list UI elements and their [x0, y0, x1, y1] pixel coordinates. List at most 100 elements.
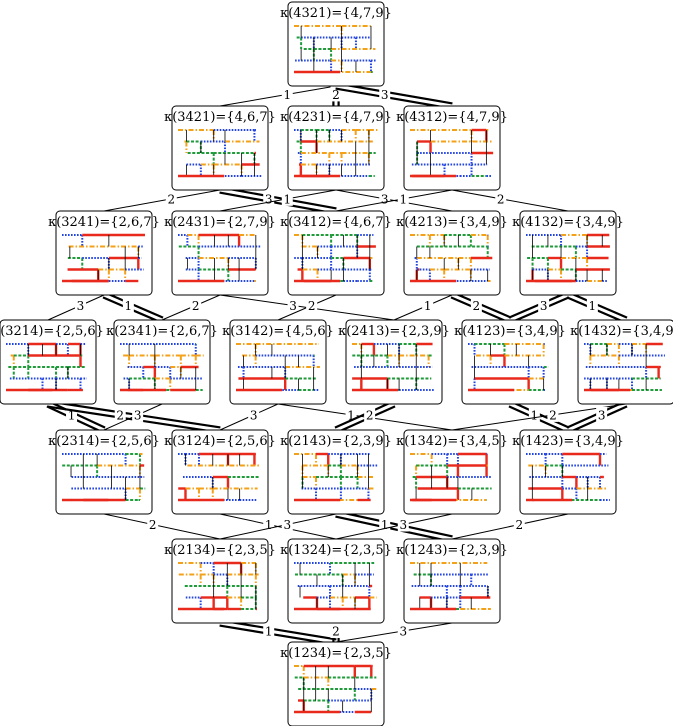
- edge-label: 3: [399, 624, 407, 638]
- edge-strand: [219, 624, 336, 646]
- edge-label-bg: [397, 622, 409, 638]
- edge-label: 3: [77, 299, 85, 313]
- edge-4132-4123: 3: [508, 291, 570, 324]
- node-box: [403, 538, 501, 624]
- node-box: [287, 429, 385, 515]
- node-3214: κ(3214)={2,5,6}: [0, 319, 104, 405]
- edge-4321-4312: 3: [335, 82, 453, 110]
- node-4132: κ(4132)={3,4,9}: [512, 210, 624, 296]
- edge-label-bg: [263, 190, 275, 206]
- edge-2314-2134: 2: [103, 513, 221, 540]
- edge-strand: [335, 515, 452, 543]
- edge-label: 2: [116, 408, 124, 422]
- edge-label-bg: [364, 406, 376, 422]
- edge-3214-2314: 1: [46, 400, 106, 434]
- edge-strand: [510, 400, 570, 429]
- node-label: κ(2314)={2,5,6}: [48, 434, 160, 449]
- node-box: [403, 429, 501, 515]
- edge-label-bg: [122, 297, 134, 313]
- edge-strand: [335, 87, 452, 110]
- edge-label-bg: [330, 622, 342, 638]
- edge-label-bg: [397, 516, 409, 532]
- edge-label-bg: [287, 297, 299, 313]
- edge-label: 1: [125, 299, 133, 313]
- edge-line: [335, 189, 453, 212]
- edge-label: 3: [283, 518, 291, 532]
- edge-line: [103, 189, 221, 212]
- edge-label: 2: [332, 624, 340, 638]
- edge-label: 3: [134, 408, 142, 422]
- edge-4213-4123: 2: [450, 291, 512, 324]
- edge-label: 1: [399, 192, 407, 206]
- edge-label-bg: [306, 297, 318, 313]
- edge-label: 2: [549, 408, 557, 422]
- node-box: [287, 105, 385, 191]
- edge-label: 2: [149, 518, 157, 532]
- edge-3421-3412: 3: [219, 186, 337, 215]
- edge-strand: [452, 291, 512, 319]
- edge-label-bg: [263, 622, 275, 638]
- edge-label: 2: [308, 299, 316, 313]
- node-label: κ(3421)={4,6,7}: [164, 110, 276, 125]
- edge-label-bg: [281, 190, 293, 206]
- edge-label-bg: [538, 297, 550, 313]
- node-box: [0, 319, 97, 405]
- node-box: [55, 210, 153, 296]
- node-box: [403, 105, 501, 191]
- edge-label: 3: [265, 192, 273, 206]
- edge-2143-1243: 1: [335, 510, 453, 543]
- edge-label-bg: [330, 86, 342, 102]
- node-2341: κ(2341)={2,6,7}: [106, 319, 218, 405]
- edge-label: 1: [283, 192, 291, 206]
- edge-label-bg: [74, 297, 86, 313]
- edge-label-bg: [379, 190, 391, 206]
- node-label: κ(2143)={2,3,9}: [280, 434, 392, 449]
- node-2431: κ(2431)={2,7,9}: [164, 210, 276, 296]
- node-box: [171, 538, 269, 624]
- node-label: κ(1342)={3,4,5}: [396, 434, 508, 449]
- edge-strand: [219, 191, 336, 215]
- edge-label: 2: [332, 88, 340, 102]
- edge-strand: [104, 291, 164, 319]
- node-3142: κ(3142)={4,5,6}: [222, 319, 334, 405]
- node-label: κ(1234)={2,3,5}: [280, 646, 392, 661]
- edge-3241-3214: 3: [47, 294, 105, 321]
- edge-strand: [508, 291, 568, 319]
- node-box: [113, 319, 211, 405]
- edge-line: [219, 513, 337, 540]
- edge-2134-1234: 1: [219, 619, 337, 646]
- edge-label-bg: [147, 516, 159, 532]
- edge-2413-2143: 2: [334, 400, 396, 434]
- node-label: κ(4312)={4,7,9}: [396, 110, 508, 125]
- node-label: κ(1243)={2,3,9}: [396, 543, 508, 558]
- node-box: [345, 319, 443, 405]
- node-label: κ(3142)={4,5,6}: [222, 324, 334, 339]
- edge-label: 3: [598, 408, 606, 422]
- node-1324: κ(1324)={2,3,5}: [280, 538, 392, 624]
- edge-1432-1423: 3: [566, 400, 628, 434]
- edge-3421-3241: 2: [103, 189, 221, 212]
- node-label: κ(4132)={3,4,9}: [512, 215, 624, 230]
- node-3241: κ(3241)={2,6,7}: [48, 210, 160, 296]
- node-label: κ(4321)={4,7,9}: [280, 6, 392, 21]
- node-2314: κ(2314)={2,5,6}: [48, 429, 160, 515]
- node-box: [287, 538, 385, 624]
- node-label: κ(3241)={2,6,7}: [48, 215, 160, 230]
- edge-label: 2: [497, 192, 505, 206]
- edge-2341-2314: 3: [103, 403, 163, 431]
- node-box: [287, 641, 385, 726]
- node-3124: κ(3124)={2,5,6}: [164, 429, 276, 515]
- node-label: κ(2413)={2,3,9}: [338, 324, 450, 339]
- edge-label-bg: [528, 406, 540, 422]
- edge-label-bg: [422, 297, 434, 313]
- edge-label: 2: [167, 192, 175, 206]
- edge-label-bg: [66, 406, 78, 422]
- edge-label-bg: [379, 86, 391, 102]
- edge-label: 1: [531, 408, 539, 422]
- edge-strand: [568, 291, 628, 319]
- edge-label: 3: [381, 88, 389, 102]
- node-label: κ(4231)={4,7,9}: [280, 110, 392, 125]
- node-1234: κ(1234)={2,3,5}: [280, 641, 392, 726]
- edge-label-bg: [470, 297, 482, 313]
